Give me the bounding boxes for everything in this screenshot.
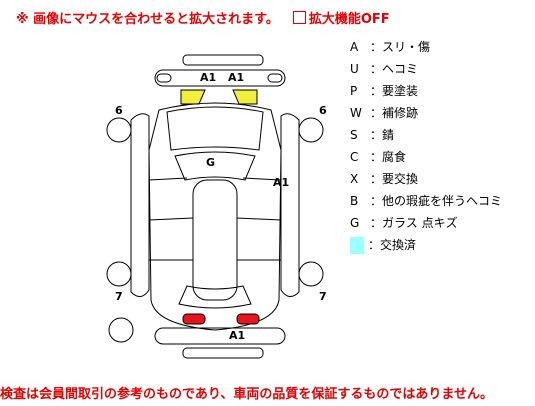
- legend-item-a: A：スリ・傷: [350, 40, 431, 54]
- zoom-checkbox[interactable]: [292, 11, 306, 24]
- mark-rear-left-wheel: 7: [115, 290, 123, 303]
- zoom-notice: ※ 画像にマウスを合わせると拡大されます。 拡大機能OFF: [16, 8, 390, 27]
- rear-left-lamp: [182, 313, 206, 325]
- mark-rear-right-wheel: 7: [319, 290, 327, 303]
- legend-item-p: P：要塗装: [350, 84, 419, 98]
- spare-tire: [108, 317, 134, 343]
- hood: [166, 106, 264, 151]
- zoom-toggle-label: 拡大機能OFF: [308, 12, 390, 27]
- mark-right-side: A1: [273, 176, 289, 189]
- replaced-swatch: [350, 236, 364, 254]
- legend-item-x: X：要交換: [350, 172, 419, 186]
- rear-lower-bumper: [182, 347, 264, 359]
- legend-item-w: W：補修跡: [350, 106, 419, 120]
- front-lower-bumper: [182, 54, 264, 66]
- left-side: [130, 113, 150, 297]
- mark-front-left-wheel: 6: [115, 104, 123, 117]
- legend-item-replaced: ：交換済: [350, 234, 502, 256]
- rear-left-wheel: [106, 261, 132, 287]
- legend-item-b: B：他の瑕疵を伴うヘコミ: [350, 194, 503, 208]
- front-right-wheel: [298, 117, 324, 143]
- legend: A：スリ・傷 U：ヘコミ P：要塗装 W：補修跡 S：錆 C：腐食 X：要交換 …: [350, 36, 502, 256]
- legend-item-c: C：腐食: [350, 150, 407, 164]
- mark-roof: G: [206, 156, 215, 169]
- front-left-lamp: [180, 89, 206, 105]
- zoom-notice-text: ※ 画像にマウスを合わせると拡大されます。: [16, 12, 279, 27]
- mark-rear: A1: [229, 329, 245, 342]
- front-left-wheel: [106, 117, 132, 143]
- car-diagram: A1 A1 G A1 A1 6 6 7 7: [106, 54, 327, 359]
- roof-panel: [192, 179, 238, 301]
- front-bumper: [154, 69, 286, 87]
- mark-front-grille-1: A1: [200, 71, 216, 84]
- rear-bumper: [154, 327, 286, 345]
- legend-item-s: S：錆: [350, 128, 395, 142]
- mark-front-right-wheel: 6: [319, 104, 327, 117]
- disclaimer-text: 検査は会員間取引の参考のものであり、車両の品質を保証するものではありません。: [0, 387, 493, 402]
- car-body-outline: [148, 102, 282, 331]
- legend-item-g: G：ガラス 点キズ: [350, 216, 458, 230]
- legend-item-u: U：ヘコミ: [350, 62, 419, 76]
- front-right-lamp: [232, 89, 258, 105]
- windshield: [174, 151, 256, 181]
- mark-front-grille-2: A1: [228, 71, 244, 84]
- rear-window: [178, 285, 252, 309]
- rear-right-wheel: [298, 261, 324, 287]
- rear-right-lamp: [236, 313, 260, 325]
- zoom-toggle[interactable]: 拡大機能OFF: [292, 8, 390, 27]
- right-side: [280, 113, 300, 297]
